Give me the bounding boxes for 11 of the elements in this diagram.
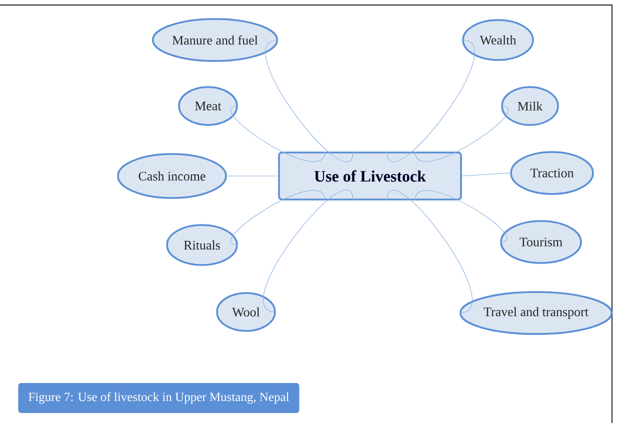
caption-banner: Figure 7: Use of livestock in Upper Mustang, Nepal (18, 383, 300, 413)
connector-line (386, 40, 476, 162)
connector-line (462, 172, 510, 176)
connector-line (386, 190, 473, 314)
connector-line (414, 190, 507, 242)
connector-line (265, 40, 354, 162)
title-box: Use of Livestock (278, 152, 462, 200)
connector-line (230, 106, 326, 162)
connector-line (414, 106, 508, 162)
connector-line (262, 190, 354, 312)
connector-line (230, 190, 326, 246)
